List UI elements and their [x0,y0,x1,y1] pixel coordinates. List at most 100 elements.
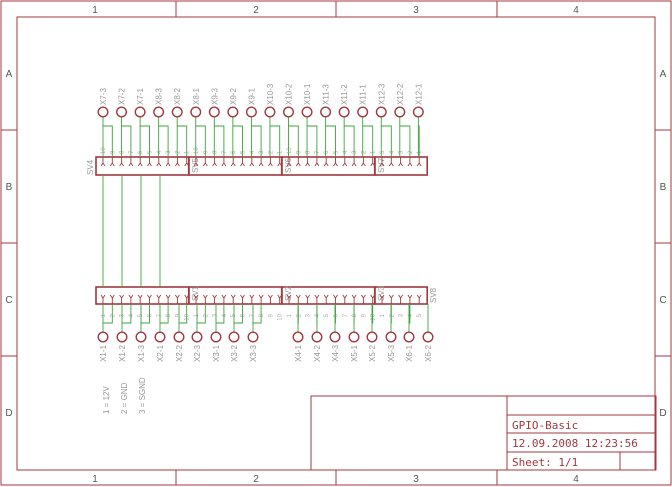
wire [399,117,411,157]
pin-contact [156,157,162,167]
pin-number: 4 [408,313,414,317]
pad-label: X11-3 [322,84,331,105]
pin-contact [370,157,376,167]
pin-number: 3 [352,150,358,154]
pad-x2-3 [191,331,203,343]
pad-x9-1 [245,106,257,118]
pin-contact [407,294,413,304]
row-label-right-a: A [660,69,667,80]
pin-number: 10 [371,313,377,320]
pin-contact [147,157,152,167]
pad-x7-1 [134,106,146,118]
pin-contact [156,294,162,304]
wire [158,117,169,157]
pin-number: 8 [259,313,265,317]
pin-number: 3 [306,313,312,317]
pin-contact [230,157,236,167]
pin-contact [379,294,385,304]
pin-contact [370,294,376,304]
row-label-right-c: C [659,295,666,306]
pin-contact [221,294,227,304]
pin-contact [314,294,320,304]
pin-number: 3 [166,150,172,154]
pin-number: 9 [175,313,181,317]
wire [121,304,132,332]
wire [252,304,262,332]
pad-label: X3-2 [230,344,239,361]
pad-label: X4-1 [294,344,303,361]
pin-contact [361,294,366,304]
pad-label: X12-2 [396,83,405,105]
pad-label: X5-2 [368,344,377,361]
wire [178,304,188,332]
pin-number: 9 [296,150,302,154]
pad-x2-1 [154,331,166,343]
pin-number: 2 [110,313,116,317]
pad-label: X10-1 [303,83,312,105]
pad-label: X6-2 [424,344,433,361]
pin-number: 1 [287,313,293,317]
pad-label: X8-1 [192,88,201,105]
sheet-text: Sheet: 1/1 [512,456,578,469]
title-text: GPIO-Basic [512,419,578,432]
connector-label: SV3 [377,285,386,301]
connector-label: SV6 [284,157,293,173]
pad-x8-1 [190,106,202,118]
pad-label: X11-2 [340,84,349,105]
pin-number: 7 [315,150,321,154]
connector-label: SV5 [191,157,200,173]
col-label-bottom-1: 1 [92,474,98,485]
pin-number: 10 [185,313,191,320]
pin-number: 3 [120,313,126,317]
pin-number: 6 [334,313,340,317]
pin-number: 1 [278,150,284,154]
pin-contact [407,157,413,167]
pin-number: 1 [371,150,377,154]
wire [250,117,262,157]
pin-number: 5 [148,150,154,154]
pin-number: 4 [389,150,395,154]
pad-x6-2 [422,331,434,343]
pad-x11-1 [357,106,369,118]
col-label-bottom-2: 2 [253,474,259,485]
pin-contact [277,294,283,304]
pad-x12-2 [394,106,406,118]
pin-number: 4 [343,150,349,154]
pin-number: 8 [120,150,126,154]
row-label-right-d: D [659,408,666,419]
pin-number: 6 [148,313,154,317]
pin-contact [323,157,329,167]
connector-label: SV2 [284,285,293,301]
wire [371,304,374,332]
wire [196,304,206,332]
pin-number: 4 [315,313,321,317]
pin-number: 7 [129,150,135,154]
pin-contact [119,157,124,167]
pad-label: X10-2 [285,83,294,105]
pin-contact [333,157,338,167]
pin-contact [351,157,357,167]
pad-x6-1 [403,331,415,343]
pin-contact [249,294,255,304]
pad-x9-3 [208,106,220,118]
pin-contact [137,157,143,167]
pin-contact [286,157,292,167]
wire [233,304,243,332]
pin-number: 2 [203,313,209,317]
pin-number: 8 [166,313,172,317]
connector-sv5 [188,156,283,176]
pad-label: X9-1 [247,88,256,105]
pin-contact [305,157,310,167]
pin-contact [398,157,403,167]
pin-number: 2 [361,150,367,154]
pin-contact [398,294,403,304]
wire [269,117,281,157]
wire [306,117,318,157]
connector-sv6 [281,156,376,176]
row-label-left-b: B [6,182,13,193]
wire [380,117,392,157]
wire [195,117,206,157]
wire [362,117,374,157]
